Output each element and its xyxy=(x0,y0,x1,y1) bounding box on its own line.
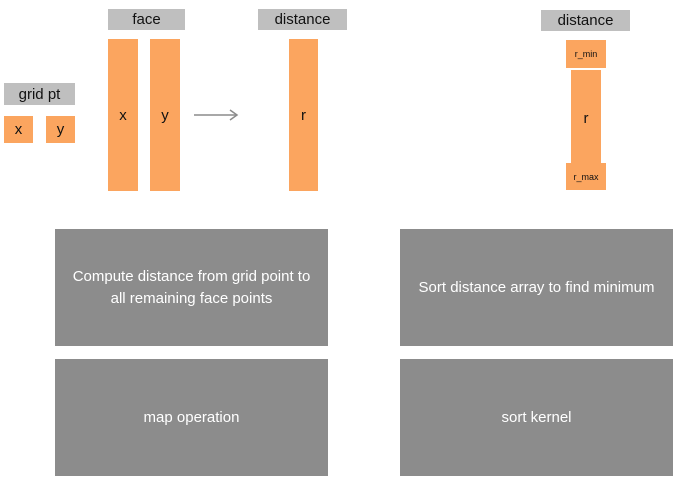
flow-arrow xyxy=(194,109,239,121)
grid-pt-header: grid pt xyxy=(4,83,75,105)
r-max-cell: r_max xyxy=(566,163,606,190)
distance-sorted-header: distance xyxy=(541,10,630,31)
r-min-cell: r_min xyxy=(566,40,606,68)
grid-pt-y-cell: y xyxy=(46,116,75,143)
compute-distance-box: Compute distance from grid point to all … xyxy=(55,229,328,346)
sort-kernel-box: sort kernel xyxy=(400,359,673,476)
distance-sorted-r-array: r xyxy=(571,70,601,166)
distance-header: distance xyxy=(258,9,347,30)
face-y-array: y xyxy=(150,39,180,191)
map-operation-box: map operation xyxy=(55,359,328,476)
distance-r-array: r xyxy=(289,39,318,191)
sort-distance-box: Sort distance array to find minimum xyxy=(400,229,673,346)
grid-pt-x-cell: x xyxy=(4,116,33,143)
face-header: face xyxy=(108,9,185,30)
face-x-array: x xyxy=(108,39,138,191)
